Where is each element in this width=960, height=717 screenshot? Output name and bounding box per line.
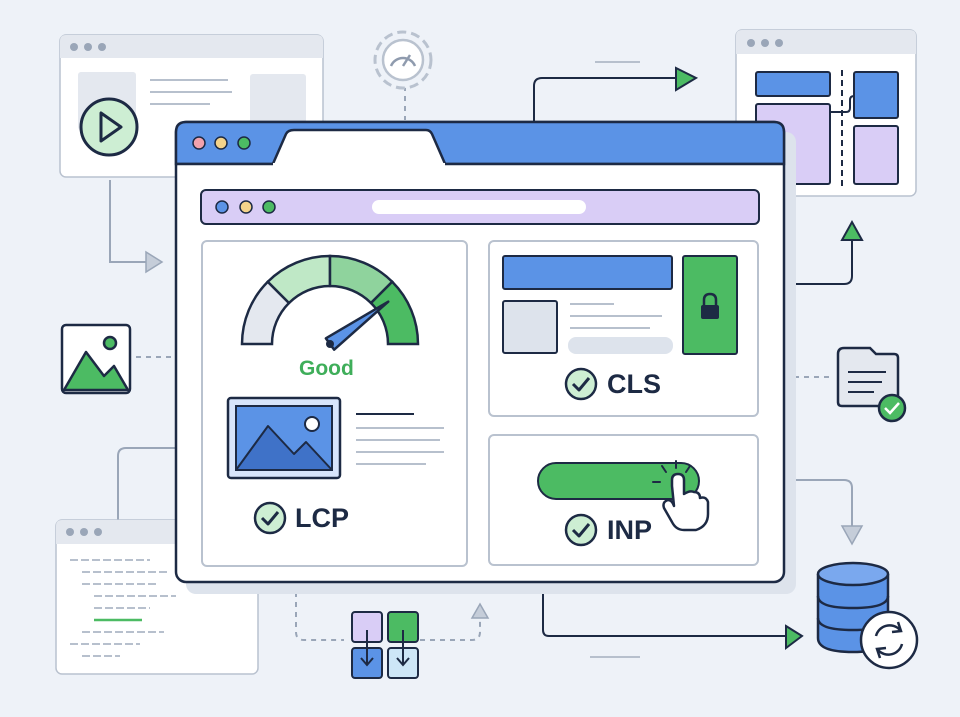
demo-button[interactable] [537, 462, 700, 500]
skeleton-bar [568, 337, 673, 354]
image-icon [60, 323, 132, 395]
cls-label: CLS [607, 369, 661, 399]
database-sync-icon [816, 561, 919, 670]
hand-pointer-icon [652, 460, 710, 532]
folder-document-icon [836, 346, 907, 423]
component-blocks-icon [351, 611, 419, 679]
speedometer-icon [240, 254, 420, 351]
lock-icon [682, 255, 738, 355]
hero-image-icon [226, 396, 342, 480]
play-icon [79, 97, 139, 157]
arrow-right-icon [785, 624, 804, 650]
background-connectors [109, 61, 864, 658]
thumbnail-block [502, 300, 558, 354]
inp-label: INP [607, 515, 653, 545]
arrow-right-icon [675, 66, 699, 92]
lcp-label: LCP [295, 503, 349, 533]
address-bar[interactable] [200, 189, 760, 225]
gauge-status-label: Good [299, 357, 354, 380]
banner-block [502, 255, 673, 290]
arrow-up-icon [840, 219, 864, 241]
text-lines [356, 413, 444, 465]
lcp-check-icon [253, 501, 287, 535]
cls-check-icon [564, 367, 598, 401]
gear-speed-icon [373, 30, 433, 90]
text-lines [570, 303, 662, 329]
inp-check-icon [564, 513, 598, 547]
